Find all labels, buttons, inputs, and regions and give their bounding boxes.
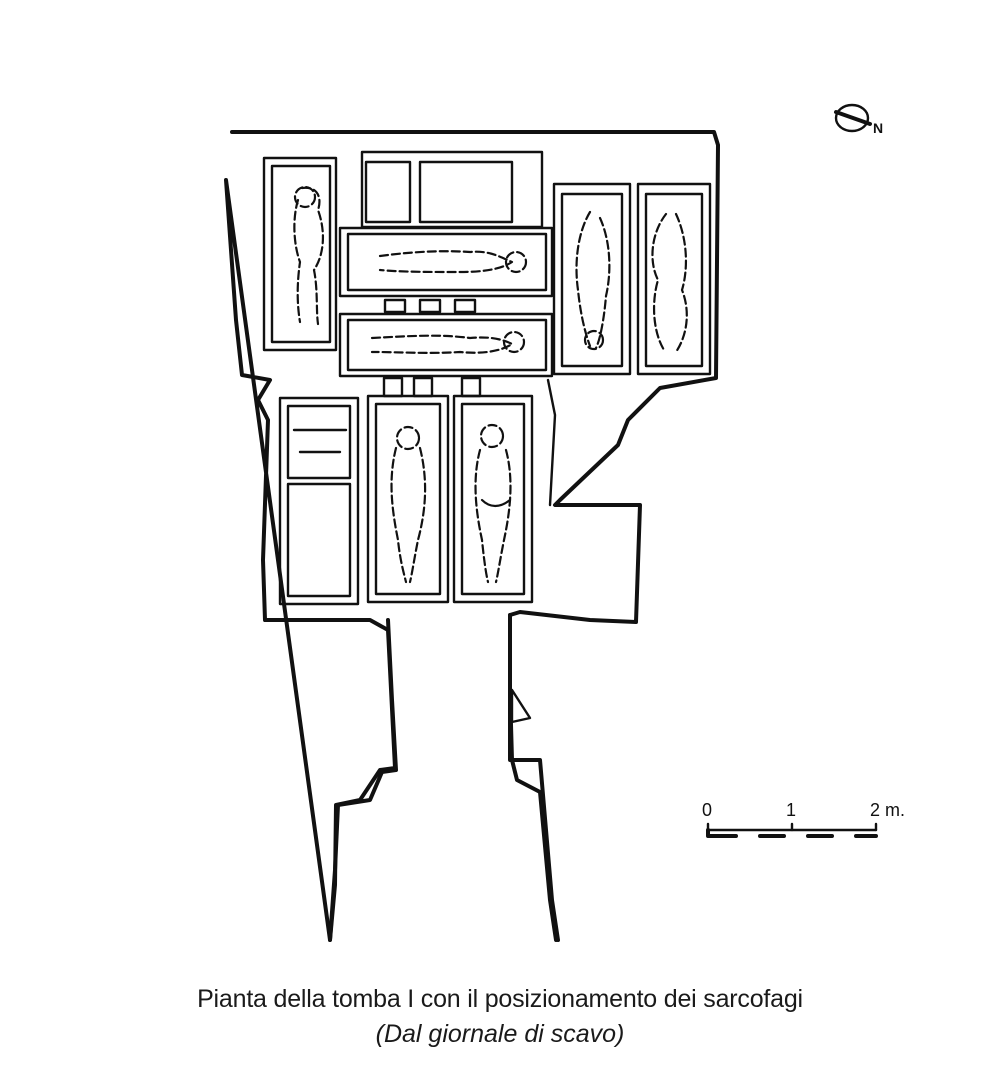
spacer-block-2 xyxy=(418,298,442,314)
stone-slab-top-left xyxy=(364,160,412,224)
sarcophagus-5 xyxy=(636,182,712,376)
north-arrow-icon xyxy=(834,103,872,133)
scale-label-2: 2 m. xyxy=(870,800,906,820)
diagram-subcaption: (Dal giornale di scavo) xyxy=(375,1020,625,1048)
stone-row-2 xyxy=(412,376,434,398)
stone-block-top xyxy=(360,150,544,229)
diagram-caption: Pianta della tomba I con il posizionamen… xyxy=(197,985,803,1013)
sarcophagus-6 xyxy=(278,396,360,606)
sarcophagus-2 xyxy=(338,226,554,298)
spacer-block-1 xyxy=(383,298,407,314)
tomb-outer-wall xyxy=(224,130,720,942)
sarcophagus-1 xyxy=(262,156,338,352)
spacer-block-3 xyxy=(453,298,477,314)
north-label: N xyxy=(873,120,884,136)
inner-wall-right xyxy=(546,378,557,507)
dromos-right-wall xyxy=(508,613,558,942)
scale-label-0: 0 xyxy=(702,800,713,820)
sarcophagus-3 xyxy=(338,312,554,378)
stone-slab-top-right xyxy=(418,160,514,224)
sarcophagus-8 xyxy=(452,394,534,604)
stone-row-3 xyxy=(460,376,482,398)
scale-label-1: 1 xyxy=(786,800,797,820)
dromos-left-wall xyxy=(328,618,398,942)
stone-row-1 xyxy=(382,376,404,398)
sarcophagus-4 xyxy=(552,182,632,376)
scale-bar xyxy=(706,822,878,838)
entrance-stone xyxy=(510,688,532,724)
sarcophagus-7 xyxy=(366,394,450,604)
